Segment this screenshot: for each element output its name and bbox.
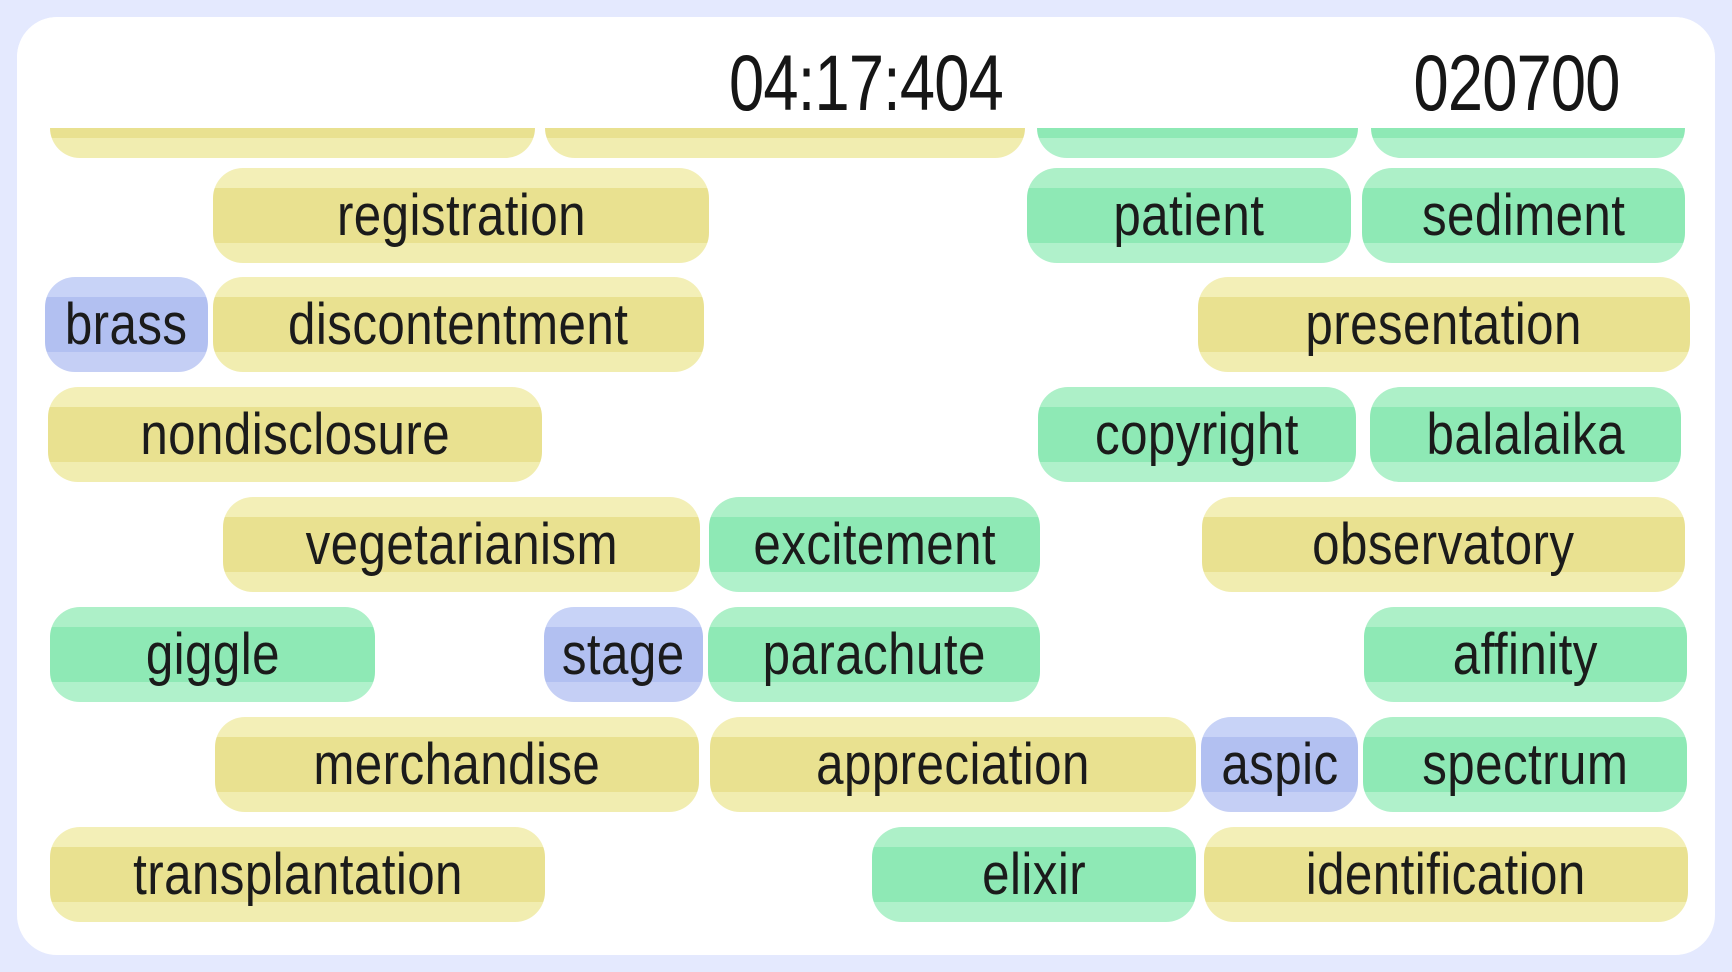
word-pill-affinity[interactable]: affinity (1364, 607, 1687, 702)
word-pill-elixir[interactable]: elixir (872, 827, 1196, 922)
word-pill-observatory[interactable]: observatory (1202, 497, 1685, 592)
word-label: registration (336, 183, 586, 248)
word-label: giggle (145, 622, 280, 687)
word-label: identification (1305, 842, 1587, 907)
word-pill-aspic[interactable]: aspic (1201, 717, 1358, 812)
word-pill-parachute[interactable]: parachute (708, 607, 1040, 702)
game-card: registration patient sediment brass disconte… (17, 17, 1715, 955)
word-pill-giggle[interactable]: giggle (50, 607, 375, 702)
word-pill-transplantation[interactable]: transplantation (50, 827, 545, 922)
word-label: sediment (1421, 183, 1626, 248)
word-pill-identification[interactable]: identification (1204, 827, 1688, 922)
word-label: vegetarianism (305, 512, 618, 577)
word-label: patient (1113, 183, 1265, 248)
word-label: brass (65, 292, 188, 357)
word-label: parachute (762, 622, 986, 687)
word-label: transplantation (132, 842, 463, 907)
word-pill-balalaika[interactable]: balalaika (1370, 387, 1681, 482)
word-label: aspic (1220, 732, 1339, 797)
word-label: merchandise (313, 732, 601, 797)
word-label: observatory (1312, 512, 1575, 577)
header-bar: 04:17:404 020700 (17, 17, 1715, 128)
word-label: discontentment (288, 292, 629, 357)
word-pill-presentation[interactable]: presentation (1198, 277, 1690, 372)
word-label: nondisclosure (140, 402, 450, 467)
word-label: spectrum (1421, 732, 1629, 797)
word-pill-stage[interactable]: stage (544, 607, 703, 702)
word-label: stage (562, 622, 685, 687)
word-pill-excitement[interactable]: excitement (709, 497, 1040, 592)
word-pill-nondisclosure[interactable]: nondisclosure (48, 387, 542, 482)
word-label: presentation (1305, 292, 1583, 357)
word-pill-brass[interactable]: brass (45, 277, 208, 372)
timer-display: 04:17:404 (729, 38, 1004, 127)
word-pill-discontentment[interactable]: discontentment (213, 277, 704, 372)
word-pill-vegetarianism[interactable]: vegetarianism (223, 497, 700, 592)
word-pill-patient[interactable]: patient (1027, 168, 1351, 263)
word-label: excitement (753, 512, 996, 577)
word-pill-merchandise[interactable]: merchandise (215, 717, 699, 812)
word-pill-spectrum[interactable]: spectrum (1363, 717, 1687, 812)
word-label: copyright (1095, 402, 1299, 467)
word-label: affinity (1452, 622, 1599, 687)
word-pill-appreciation[interactable]: appreciation (710, 717, 1196, 812)
word-label: elixir (982, 842, 1086, 907)
score-display: 020700 (1413, 38, 1621, 127)
word-pill-copyright[interactable]: copyright (1038, 387, 1356, 482)
word-pill-registration[interactable]: registration (213, 168, 709, 263)
word-pill-sediment[interactable]: sediment (1362, 168, 1685, 263)
word-board: registration patient sediment brass disconte… (17, 17, 1715, 955)
word-label: appreciation (816, 732, 1090, 797)
word-label: balalaika (1426, 402, 1625, 467)
